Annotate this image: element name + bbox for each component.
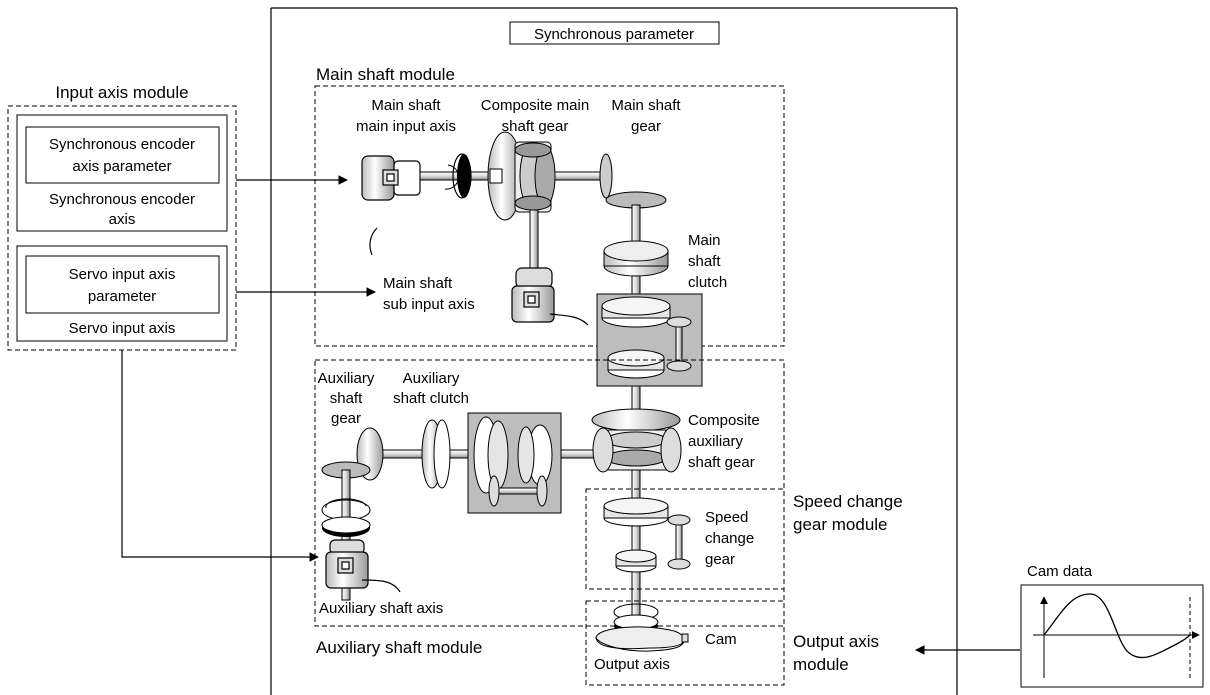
main-shaft-gear-illustration [599, 153, 667, 209]
aux-clutch-label-1: Auxiliary [403, 370, 460, 387]
main-shaft-clutch-label-2: shaft [688, 253, 721, 270]
auxiliary-shaft-clutch-illustration [467, 412, 562, 514]
sub-input-axis-label-1: Main shaft [383, 275, 453, 292]
speed-change-gear-label-3: gear [705, 551, 735, 568]
sub-input-axis-label-2: sub input axis [383, 296, 475, 313]
output-axis-module-title-1: Output axis [793, 632, 879, 651]
synchronous-parameter-frame: Synchronous parameter [270, 7, 958, 695]
cam-data-curve [1043, 593, 1191, 659]
servo-param-line1: Servo input axis [69, 266, 176, 283]
main-input-axis-label-2: main input axis [356, 118, 456, 135]
main-shaft-module: Main shaft module Main shaft main input … [314, 65, 785, 347]
composite-main-gear-label-1: Composite main [481, 97, 589, 114]
main-shaft-clutch-illustration [596, 293, 703, 387]
main-clutch-disc [603, 240, 669, 277]
connector-arrows [121, 175, 1020, 655]
sub-input-motor-illustration [511, 267, 589, 326]
composite-main-gear-label-2: shaft gear [502, 118, 569, 135]
encoder-axis-line1: Synchronous encoder [49, 191, 195, 208]
main-shaft-gear-label-1: Main shaft [611, 97, 681, 114]
rotation-indicator-icon [444, 153, 472, 199]
aux-composite-label-3: shaft gear [688, 454, 755, 471]
aux-clutch-label-2: shaft clutch [393, 390, 469, 407]
aux-gear-label-1: Auxiliary [318, 370, 375, 387]
encoder-param-line2: axis parameter [72, 158, 171, 175]
cam-data-panel: Cam data [1020, 563, 1204, 688]
aux-clutch-disc [421, 419, 451, 489]
main-shaft-gear-label-2: gear [631, 118, 661, 135]
composite-main-gear-illustration [487, 131, 556, 221]
synchronous-parameter-title: Synchronous parameter [534, 26, 694, 43]
speed-change-module-title-2: gear module [793, 515, 888, 534]
speed-change-gear-label-2: change [705, 530, 754, 547]
auxiliary-shaft-module-title: Auxiliary shaft module [316, 638, 482, 657]
cam-label: Cam [705, 631, 737, 648]
speed-change-module-title-1: Speed change [793, 492, 903, 511]
speed-change-gear-module: Speed change gear module Speed change ge… [585, 488, 903, 590]
aux-gear-label-2: shaft [330, 390, 363, 407]
encoder-param-line1: Synchronous encoder [49, 136, 195, 153]
aux-axis-label: Auxiliary shaft axis [319, 600, 443, 617]
input-axis-module-title: Input axis module [55, 83, 188, 102]
aux-composite-label-2: auxiliary [688, 433, 744, 450]
output-axis-label: Output axis [594, 656, 670, 673]
main-sub-vertical-shaft [529, 209, 539, 271]
cam-data-title: Cam data [1027, 563, 1093, 580]
auxiliary-shaft-module: Auxiliary shaft module Auxiliary shaft g… [314, 359, 785, 657]
aux-composite-label-1: Composite [688, 412, 760, 429]
main-input-motor-illustration [361, 155, 421, 256]
cam-illustration [595, 626, 689, 652]
encoder-axis-line2: axis [109, 211, 136, 228]
aux-composite-gear-illustration [591, 408, 682, 473]
main-input-axis-label-1: Main shaft [371, 97, 441, 114]
aux-rotation-indicator-icon [321, 498, 371, 537]
main-shaft-module-title: Main shaft module [316, 65, 455, 84]
output-axis-module-title-2: module [793, 655, 849, 674]
servo-axis: Servo input axis [69, 320, 176, 337]
speed-change-gear-illustration [603, 497, 691, 573]
main-shaft-clutch-label-1: Main [688, 232, 721, 249]
input-axis-module: Input axis module Synchronous encoder ax… [7, 83, 237, 351]
aux-axis-motor-illustration [325, 539, 401, 593]
output-axis-module: Output axis module Cam Output axis [585, 600, 879, 686]
main-shaft-clutch-label-3: clutch [688, 274, 727, 291]
servo-param-line2: parameter [88, 288, 156, 305]
aux-gear-label-3: gear [331, 410, 361, 427]
speed-change-gear-label-1: Speed [705, 509, 748, 526]
